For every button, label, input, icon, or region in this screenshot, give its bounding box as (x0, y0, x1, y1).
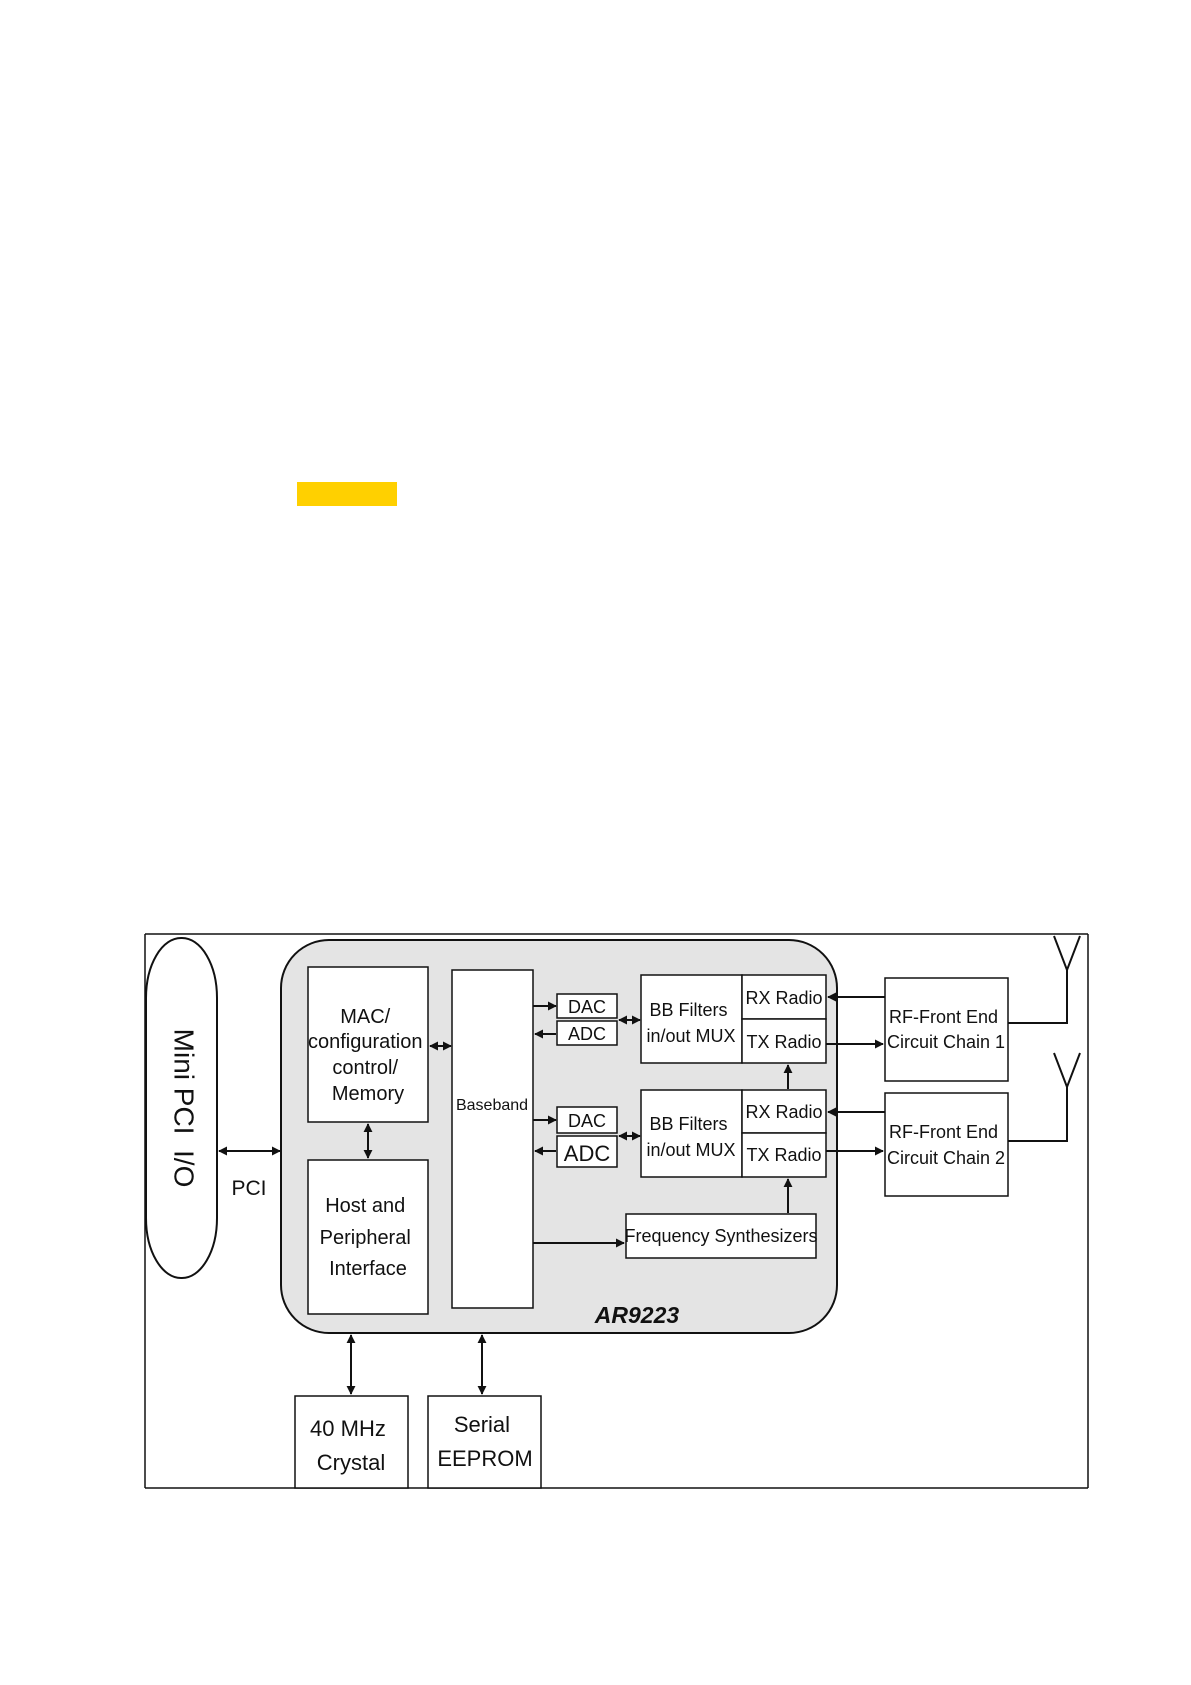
bb-filter-label-1: BB Filters in/out MUX (646, 1000, 735, 1046)
crystal-label: 40 MHz Crystal (310, 1416, 392, 1475)
crystal-block (294, 1395, 409, 1489)
dac-label-1: DAC (568, 997, 606, 1017)
adc-label-1: ADC (568, 1024, 606, 1044)
tx-radio-block-1 (741, 1018, 827, 1064)
freq-synth-label: Frequency Synthesizers (624, 1226, 817, 1246)
rf-front-end-label-1: RF-Front End Circuit Chain 1 (887, 1007, 1005, 1052)
eeprom-label: Serial EEPROM (437, 1412, 532, 1471)
mini-pci-io-block (145, 937, 218, 1279)
mini-pci-io-label: Mini PCI I/O (169, 1029, 200, 1188)
mac-config-label: MAC/ configuration control/ Memory (308, 1006, 428, 1105)
bb-filter-block-1 (640, 974, 743, 1064)
dac-block-1 (556, 993, 618, 1019)
highlight-mark (297, 482, 397, 506)
eeprom-block (427, 1395, 542, 1489)
host-peripheral-label: Host and Peripheral Interface (320, 1195, 417, 1280)
rf-front-end-block-1 (884, 977, 1009, 1082)
mac-config-block (307, 966, 429, 1123)
rx-radio-label-2: RX Radio (745, 1102, 822, 1122)
adc-label-2: ADC (564, 1141, 611, 1166)
bb-filter-label-2: BB Filters in/out MUX (646, 1114, 735, 1160)
chip-label: AR9223 (594, 1302, 680, 1328)
freq-synth-block (625, 1213, 817, 1259)
host-peripheral-block (307, 1159, 429, 1315)
tx-radio-label-2: TX Radio (746, 1145, 821, 1165)
antenna-icon-1 (1008, 935, 1081, 1024)
rf-front-end-block-2 (884, 1092, 1009, 1197)
adc-block-1 (556, 1020, 618, 1046)
antenna-icon-2 (1008, 1052, 1081, 1142)
pci-label: PCI (231, 1177, 266, 1200)
tx-radio-block-2 (741, 1132, 827, 1178)
rx-radio-block-1 (741, 974, 827, 1020)
tx-radio-label-1: TX Radio (746, 1032, 821, 1052)
rx-radio-block-2 (741, 1089, 827, 1134)
dac-label-2: DAC (568, 1111, 606, 1131)
baseband-label: Baseband (456, 1097, 528, 1114)
rx-radio-label-1: RX Radio (745, 988, 822, 1008)
adc-block-2 (556, 1135, 618, 1168)
rf-front-end-label-2: RF-Front End Circuit Chain 2 (887, 1122, 1005, 1168)
dac-block-2 (556, 1106, 618, 1134)
baseband-block (451, 969, 534, 1309)
